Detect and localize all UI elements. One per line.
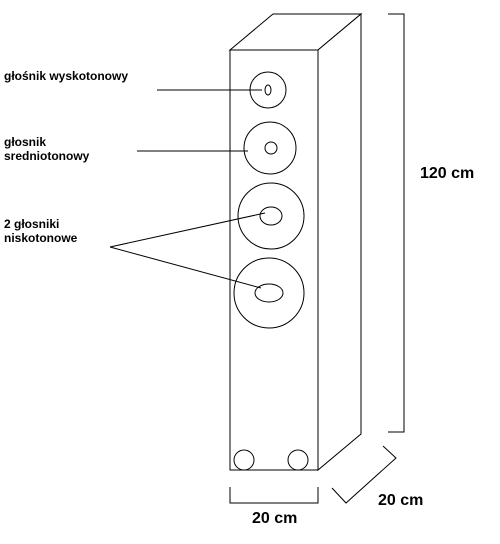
woofers-label-line1: 2 głosniki [4,217,60,231]
midrange-driver [243,121,297,175]
tweeter-label: głośnik wyskotonowy [4,69,129,83]
woofer-driver-upper [237,182,305,250]
cabinet-side-face [317,12,362,472]
woofer-leader-line-lower [109,246,262,289]
midrange-label-line2: sredniotonowy [4,149,90,163]
bass-port-left [233,449,255,471]
width-dimension-bracket [229,487,319,504]
woofers-label-line2: niskotonowe [4,231,78,245]
height-dimension-label: 120 cm [420,165,475,182]
cabinet-front-face [229,49,319,471]
width-dimension-label: 20 cm [252,510,298,527]
woofer-driver-lower [233,257,305,329]
woofer-leader-line-upper [109,212,266,248]
midrange-label-line1: głosnik [4,135,47,149]
depth-dimension-bracket [331,445,397,504]
bass-port-right [287,449,309,471]
depth-dimension-label: 20 cm [378,492,424,509]
height-dimension-bracket [388,13,405,433]
